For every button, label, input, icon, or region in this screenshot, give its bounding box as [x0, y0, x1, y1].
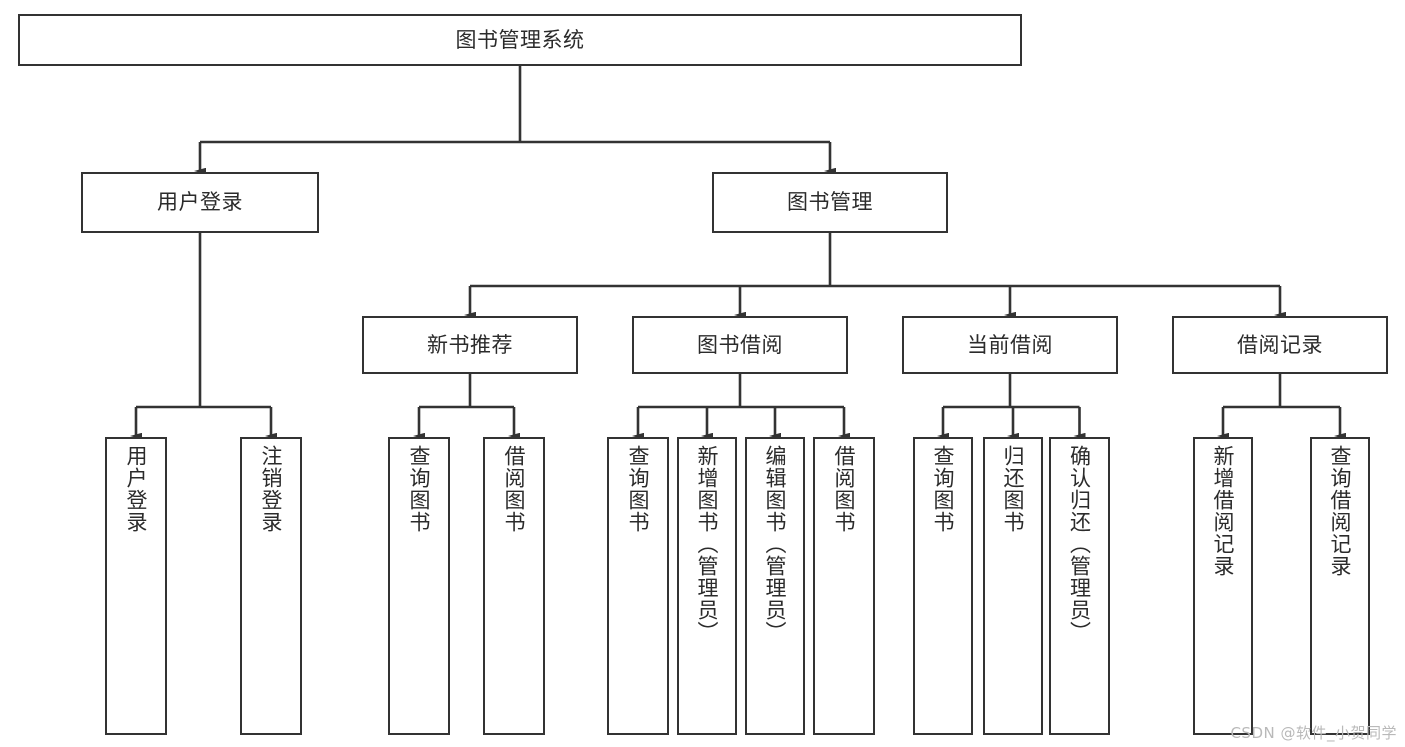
node-records[interactable]: 借阅记录: [1172, 316, 1388, 374]
node-label: 当前借阅: [967, 332, 1053, 357]
node-label: 图书借阅: [697, 332, 783, 357]
node-label: 用户登录: [124, 445, 149, 533]
node-label: 查询图书: [931, 445, 956, 533]
node-label: 归还图书: [1001, 445, 1026, 533]
node-login[interactable]: 用户登录: [81, 172, 319, 233]
node-label: 新书推荐: [427, 332, 513, 357]
node-leaf-7[interactable]: 编辑图书（管理员）: [745, 437, 805, 735]
node-label: 新增图书（管理员）: [695, 445, 720, 643]
node-leaf-13[interactable]: 查询借阅记录: [1310, 437, 1370, 735]
node-newbook[interactable]: 新书推荐: [362, 316, 578, 374]
node-label: 用户登录: [157, 190, 243, 215]
node-root[interactable]: 图书管理系统: [18, 14, 1022, 66]
node-leaf-2[interactable]: 注销登录: [240, 437, 302, 735]
node-leaf-9[interactable]: 查询图书: [913, 437, 973, 735]
node-label: 注销登录: [259, 445, 284, 533]
node-label: 查询图书: [626, 445, 651, 533]
node-label: 借阅图书: [502, 445, 527, 533]
node-label: 编辑图书（管理员）: [763, 445, 788, 643]
node-label: 图书管理: [787, 190, 873, 215]
node-label: 确认归还（管理员）: [1067, 445, 1092, 643]
node-leaf-3[interactable]: 查询图书: [388, 437, 450, 735]
connector-lines: [130, 66, 1346, 440]
node-leaf-1[interactable]: 用户登录: [105, 437, 167, 735]
node-leaf-6[interactable]: 新增图书（管理员）: [677, 437, 737, 735]
node-label: 查询图书: [407, 445, 432, 533]
node-borrow[interactable]: 图书借阅: [632, 316, 848, 374]
node-leaf-12[interactable]: 新增借阅记录: [1193, 437, 1253, 735]
node-bookmgmt[interactable]: 图书管理: [712, 172, 948, 233]
node-label: 借阅图书: [832, 445, 857, 533]
node-leaf-10[interactable]: 归还图书: [983, 437, 1043, 735]
node-leaf-8[interactable]: 借阅图书: [813, 437, 875, 735]
node-current[interactable]: 当前借阅: [902, 316, 1118, 374]
node-leaf-5[interactable]: 查询图书: [607, 437, 669, 735]
node-leaf-4[interactable]: 借阅图书: [483, 437, 545, 735]
node-label: 图书管理系统: [455, 27, 585, 52]
node-label: 借阅记录: [1237, 332, 1323, 357]
node-label: 新增借阅记录: [1211, 445, 1236, 577]
node-leaf-11[interactable]: 确认归还（管理员）: [1049, 437, 1110, 735]
node-label: 查询借阅记录: [1328, 445, 1353, 577]
